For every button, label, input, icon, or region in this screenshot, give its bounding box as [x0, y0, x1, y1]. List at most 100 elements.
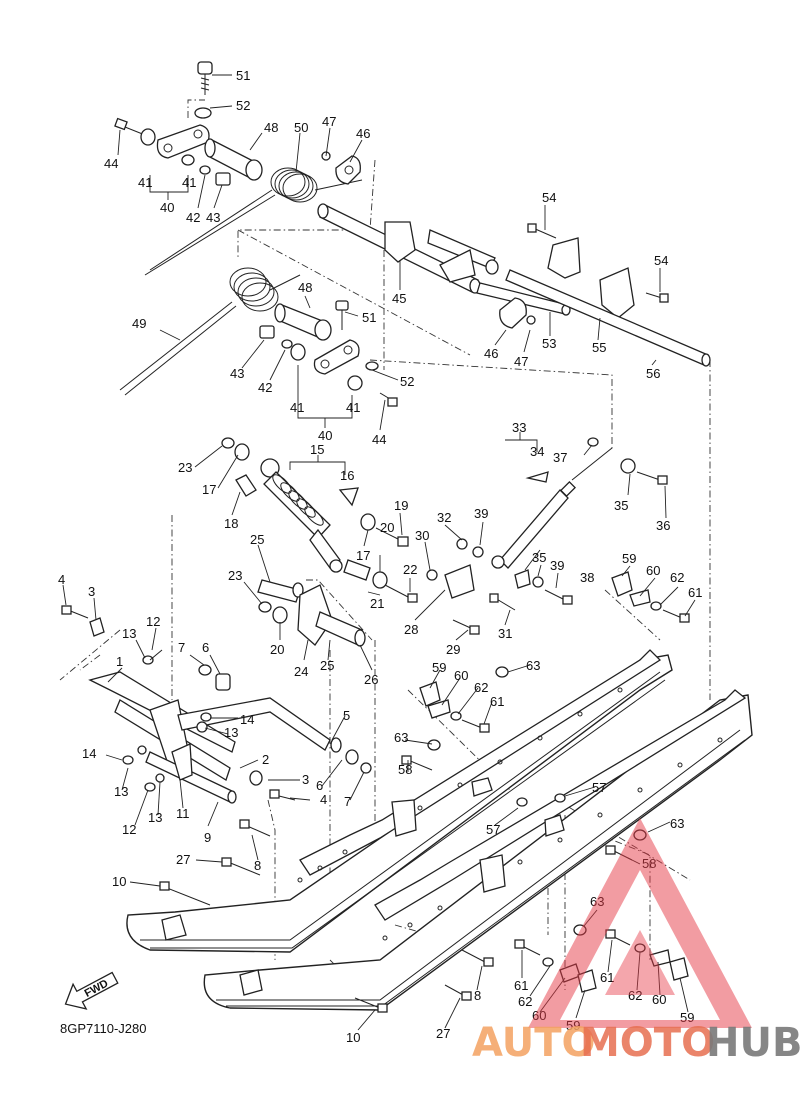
- watermark-triangle-icon: [528, 818, 752, 1028]
- callout-60: 60: [454, 668, 468, 683]
- watermark-moto: MOTO: [580, 1020, 715, 1066]
- callout-56: 56: [646, 366, 660, 381]
- callout-8: 8: [254, 858, 261, 873]
- callout-49: 49: [132, 316, 146, 331]
- callout-33: 33: [512, 420, 526, 435]
- callout-10: 10: [112, 874, 126, 889]
- rail-holes-left: [297, 687, 623, 883]
- torsion-spring-49-icon: [119, 267, 301, 396]
- front-arm-assembly: [61, 605, 372, 906]
- callout-28: 28: [404, 622, 418, 637]
- callout-35: 35: [532, 550, 546, 565]
- callout-61: 61: [514, 978, 528, 993]
- watermark-auto: AUTO: [472, 1020, 596, 1066]
- callout-27: 27: [436, 1026, 450, 1041]
- callout-41: 41: [346, 400, 360, 415]
- watermark-hub: HUB: [706, 1020, 800, 1066]
- leader-lines: [62, 74, 696, 1031]
- callout-27: 27: [176, 852, 190, 867]
- watermark-logo: AUTO MOTO HUB: [472, 818, 800, 1066]
- upper-arm-assembly: [114, 61, 711, 407]
- callout-11: 11: [176, 806, 190, 821]
- callout-62: 62: [628, 988, 642, 1003]
- callout-34: 34: [530, 444, 544, 459]
- callout-22: 22: [403, 562, 417, 577]
- collar-48b-icon: [274, 303, 332, 341]
- callout-60: 60: [652, 992, 666, 1007]
- callout-41: 41: [290, 400, 304, 415]
- callout-20: 20: [380, 520, 394, 535]
- shaft-45-icon: [317, 203, 499, 294]
- cover-16-icon: [338, 487, 359, 507]
- left-slide-rail: [126, 649, 673, 953]
- shock-15-icon: [260, 458, 343, 573]
- collar-48-icon: [204, 138, 263, 181]
- callout-25: 25: [320, 658, 334, 673]
- callout-13: 13: [114, 784, 128, 799]
- callout-12: 12: [146, 614, 160, 629]
- callout-47: 47: [514, 354, 528, 369]
- callout-59: 59: [622, 551, 636, 566]
- callout-43: 43: [206, 210, 220, 225]
- callout-61: 61: [600, 970, 614, 985]
- callout-59: 59: [432, 660, 446, 675]
- torsion-spring-50-icon: [144, 167, 363, 276]
- fwd-label: FWD: [83, 978, 111, 1000]
- callout-62: 62: [670, 570, 684, 585]
- callout-16: 16: [340, 468, 354, 483]
- right-slide-rail: [203, 689, 753, 1011]
- callout-25: 25: [250, 532, 264, 547]
- callout-6: 6: [202, 640, 209, 655]
- callout-3: 3: [302, 772, 309, 787]
- callout-24: 24: [294, 664, 308, 679]
- callout-45: 45: [392, 291, 406, 306]
- nut-52-icon: [194, 107, 212, 119]
- callout-40: 40: [160, 200, 174, 215]
- callout-54: 54: [542, 190, 556, 205]
- arm-40-icon: [156, 124, 210, 159]
- callout-5: 5: [343, 708, 350, 723]
- bracket-46-icon: [335, 155, 361, 185]
- callout-51: 51: [236, 68, 250, 83]
- callout-38: 38: [580, 570, 594, 585]
- callout-57: 57: [486, 822, 500, 837]
- callout-13: 13: [148, 810, 162, 825]
- callout-48: 48: [264, 120, 278, 135]
- callout-39: 39: [474, 506, 488, 521]
- callout-7: 7: [178, 640, 185, 655]
- bracket-46b-icon: [499, 297, 527, 329]
- callout-7: 7: [344, 794, 351, 809]
- callout-9: 9: [204, 830, 211, 845]
- bolt-51-icon: [197, 61, 213, 95]
- callout-52: 52: [236, 98, 250, 113]
- callout-1: 1: [116, 654, 123, 669]
- callout-12: 12: [122, 822, 136, 837]
- callout-63: 63: [670, 816, 684, 831]
- rail-holes-right: [382, 737, 723, 941]
- callout-17: 17: [356, 548, 370, 563]
- bushing-41-icon: [140, 128, 156, 146]
- callout-58: 58: [398, 762, 412, 777]
- callout-13: 13: [224, 725, 238, 740]
- callout-14: 14: [82, 746, 96, 761]
- fwd-arrow: FWD: [64, 971, 119, 1010]
- callout-20: 20: [270, 642, 284, 657]
- callout-63: 63: [394, 730, 408, 745]
- callout-21: 21: [370, 596, 384, 611]
- callout-4: 4: [58, 572, 65, 587]
- callout-52: 52: [400, 374, 414, 389]
- callout-54: 54: [654, 253, 668, 268]
- collar-43-icon: [215, 172, 231, 186]
- callout-42: 42: [258, 380, 272, 395]
- callout-57: 57: [592, 780, 606, 795]
- callout-31: 31: [498, 626, 512, 641]
- callout-61: 61: [688, 585, 702, 600]
- shaft-53-icon: [476, 282, 571, 316]
- callout-8: 8: [474, 988, 481, 1003]
- callout-6: 6: [316, 778, 323, 793]
- callout-32: 32: [437, 510, 451, 525]
- callout-26: 26: [364, 672, 378, 687]
- callout-44: 44: [372, 432, 386, 447]
- callout-36: 36: [656, 518, 670, 533]
- bolt-54-icon: [532, 227, 557, 239]
